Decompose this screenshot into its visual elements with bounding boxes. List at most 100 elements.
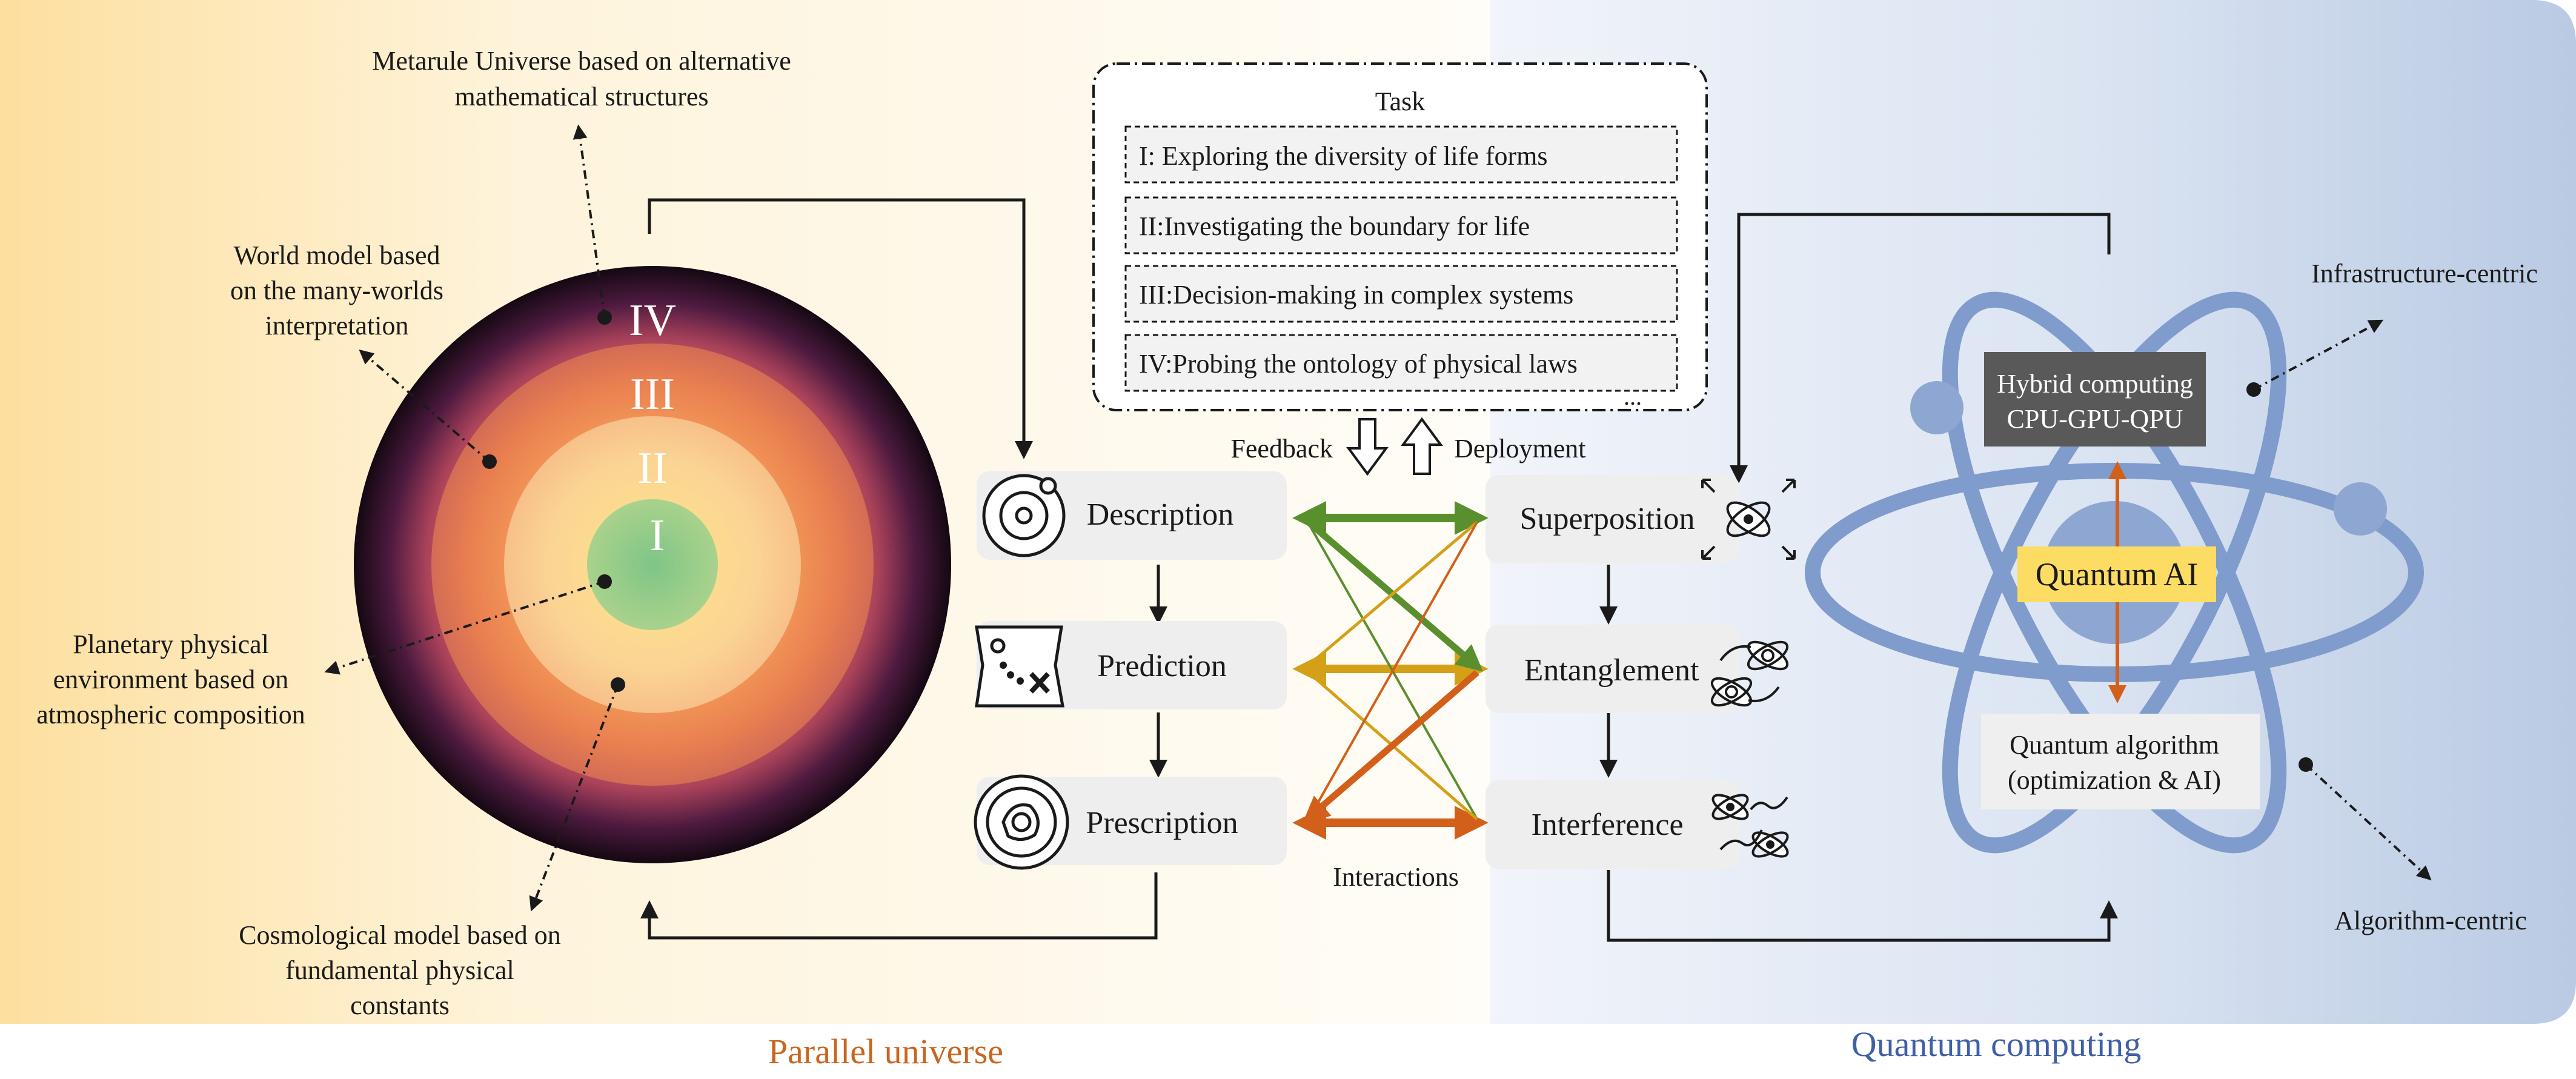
annotation-world-model-line3: interpretation xyxy=(265,311,408,340)
layer-label-iii: III xyxy=(630,370,675,419)
task-panel: Task I: Exploring the diversity of life … xyxy=(1092,62,1708,411)
annotation-metarule-line2: mathematical structures xyxy=(454,82,708,111)
wave-atoms-icon xyxy=(1711,794,1789,858)
link-prescription-entanglement xyxy=(1303,669,1479,823)
connector-atom-to-superposition xyxy=(1730,213,2111,483)
entangled-atoms-icon xyxy=(1710,640,1789,707)
leader-planetary xyxy=(324,580,605,675)
quantum-ai-label: Quantum AI xyxy=(2036,556,2198,593)
atom-electron-right xyxy=(2334,482,2387,536)
map-dot xyxy=(1000,662,1007,669)
stage-box-superposition xyxy=(1486,475,1740,563)
annotation-dots xyxy=(482,310,625,692)
hybrid-computing-line2: CPU-GPU-QPU xyxy=(2007,404,2183,434)
annotation-planetary-line2: environment based on xyxy=(53,665,289,694)
connector-interference-to-atom xyxy=(1607,870,2118,942)
stage-label-prediction: Prediction xyxy=(1097,649,1227,683)
stage-label-description: Description xyxy=(1087,497,1234,532)
leader-algorithm-centric xyxy=(2305,763,2432,881)
algorithm-centric-label: Algorithm-centric xyxy=(2334,906,2527,935)
link-prescription-superposition xyxy=(1307,522,1478,820)
annotation-cosmological-line2: fundamental physical xyxy=(285,955,514,985)
layer-i-core xyxy=(587,499,718,630)
target-ring xyxy=(986,786,1057,858)
task-title: Task xyxy=(1375,87,1425,116)
stage-label-entanglement: Entanglement xyxy=(1524,653,1699,688)
galaxy-icon-orbit xyxy=(999,491,1049,540)
stage-box-interference xyxy=(1486,780,1740,869)
universe-annotation-leaders xyxy=(324,124,619,912)
task-item-3: III:Decision-making in complex systems xyxy=(1139,280,1573,310)
infrastructure-dot xyxy=(2246,382,2261,397)
deployment-arrow xyxy=(1401,417,1443,475)
leader-cosmological xyxy=(529,684,619,912)
quantum-computing-title: Quantum computing xyxy=(1851,1024,2141,1064)
annotation-world-model-line1: World model based xyxy=(233,241,440,270)
stage-interference: Interference xyxy=(1486,780,1789,869)
connector-sphere-to-description xyxy=(648,198,1033,459)
atom-expand-icon xyxy=(1701,479,1796,560)
hybrid-computing-box xyxy=(1984,352,2206,447)
target-icon xyxy=(974,774,1069,870)
atom-orbit-right xyxy=(1942,291,2287,854)
link-prediction-superposition xyxy=(1307,521,1478,666)
map-x-mark-icon xyxy=(1029,672,1050,694)
layer-label-ii: II xyxy=(637,443,667,493)
task-item-2: II:Investigating the boundary for life xyxy=(1139,211,1530,241)
stage-label-interference: Interference xyxy=(1531,808,1683,842)
task-item-1: I: Exploring the diversity of life forms xyxy=(1139,141,1548,171)
annotation-planetary-line3: atmospheric composition xyxy=(36,700,305,729)
quantum-ai-box xyxy=(2017,546,2216,602)
feedback-arrow xyxy=(1346,418,1389,476)
task-ellipsis: ... xyxy=(1624,383,1642,410)
stage-prescription: Prescription xyxy=(974,774,1287,870)
task-item-box-2 xyxy=(1124,196,1678,254)
atom-electron-left xyxy=(1910,381,1964,434)
interaction-links xyxy=(1292,501,1489,840)
stage-description: Description xyxy=(977,471,1287,560)
stage-superposition: Superposition xyxy=(1486,475,1796,563)
annotation-world-model-line2: on the many-worlds xyxy=(230,276,443,305)
deployment-label: Deployment xyxy=(1454,434,1586,463)
parallel-universe-title: Parallel universe xyxy=(768,1032,1003,1071)
quantum-algorithm-box xyxy=(1981,714,2260,809)
annotation-metarule-line1: Metarule Universe based on alternative xyxy=(372,46,791,76)
layer-label-iv: IV xyxy=(629,296,676,345)
galaxy-icon-center xyxy=(1015,506,1033,525)
infrastructure-centric-label: Infrastructure-centric xyxy=(2311,259,2538,288)
stage-box-entanglement xyxy=(1486,625,1740,713)
annotation-cosmological-line1: Cosmological model based on xyxy=(239,920,561,950)
universe-sphere: IV III II I xyxy=(354,266,951,863)
map-dot xyxy=(1007,671,1014,679)
galaxy-icon xyxy=(982,474,1066,557)
task-item-box-3 xyxy=(1124,265,1678,323)
stage-entanglement: Entanglement xyxy=(1486,625,1789,713)
stage-label-prescription: Prescription xyxy=(1086,806,1238,840)
leader-infrastructure xyxy=(2253,319,2384,391)
target-swirl xyxy=(1001,803,1040,841)
task-item-box-1 xyxy=(1124,125,1678,184)
map-dot xyxy=(1017,677,1024,685)
loop-connectors xyxy=(640,198,2118,942)
stage-prediction: Prediction xyxy=(975,621,1287,709)
task-item-4: IV:Probing the ontology of physical laws xyxy=(1139,349,1578,379)
map-start-icon xyxy=(990,638,1006,654)
feedback-label: Feedback xyxy=(1230,434,1333,463)
quantum-algorithm-line2: (optimization & AI) xyxy=(2008,765,2221,795)
galaxy-icon-moon xyxy=(1039,477,1057,495)
annotation-cosmological-line3: constants xyxy=(350,991,450,1020)
connector-prescription-to-sphere xyxy=(640,872,1158,940)
target-center xyxy=(1011,812,1032,832)
leader-world-model xyxy=(359,349,491,463)
algorithm-dot xyxy=(2299,757,2313,772)
atom-orbit-left xyxy=(1942,291,2287,854)
layer-label-i: I xyxy=(650,511,665,560)
annotation-planetary-line1: Planetary physical xyxy=(73,629,269,659)
quantum-algorithm-line1: Quantum algorithm xyxy=(2010,730,2219,760)
task-item-box-4 xyxy=(1124,334,1678,392)
interactions-label: Interactions xyxy=(1333,862,1459,892)
leader-metarule xyxy=(573,124,606,318)
hybrid-computing-line1: Hybrid computing xyxy=(1997,369,2193,399)
atom-annotation-leaders xyxy=(2253,319,2432,881)
